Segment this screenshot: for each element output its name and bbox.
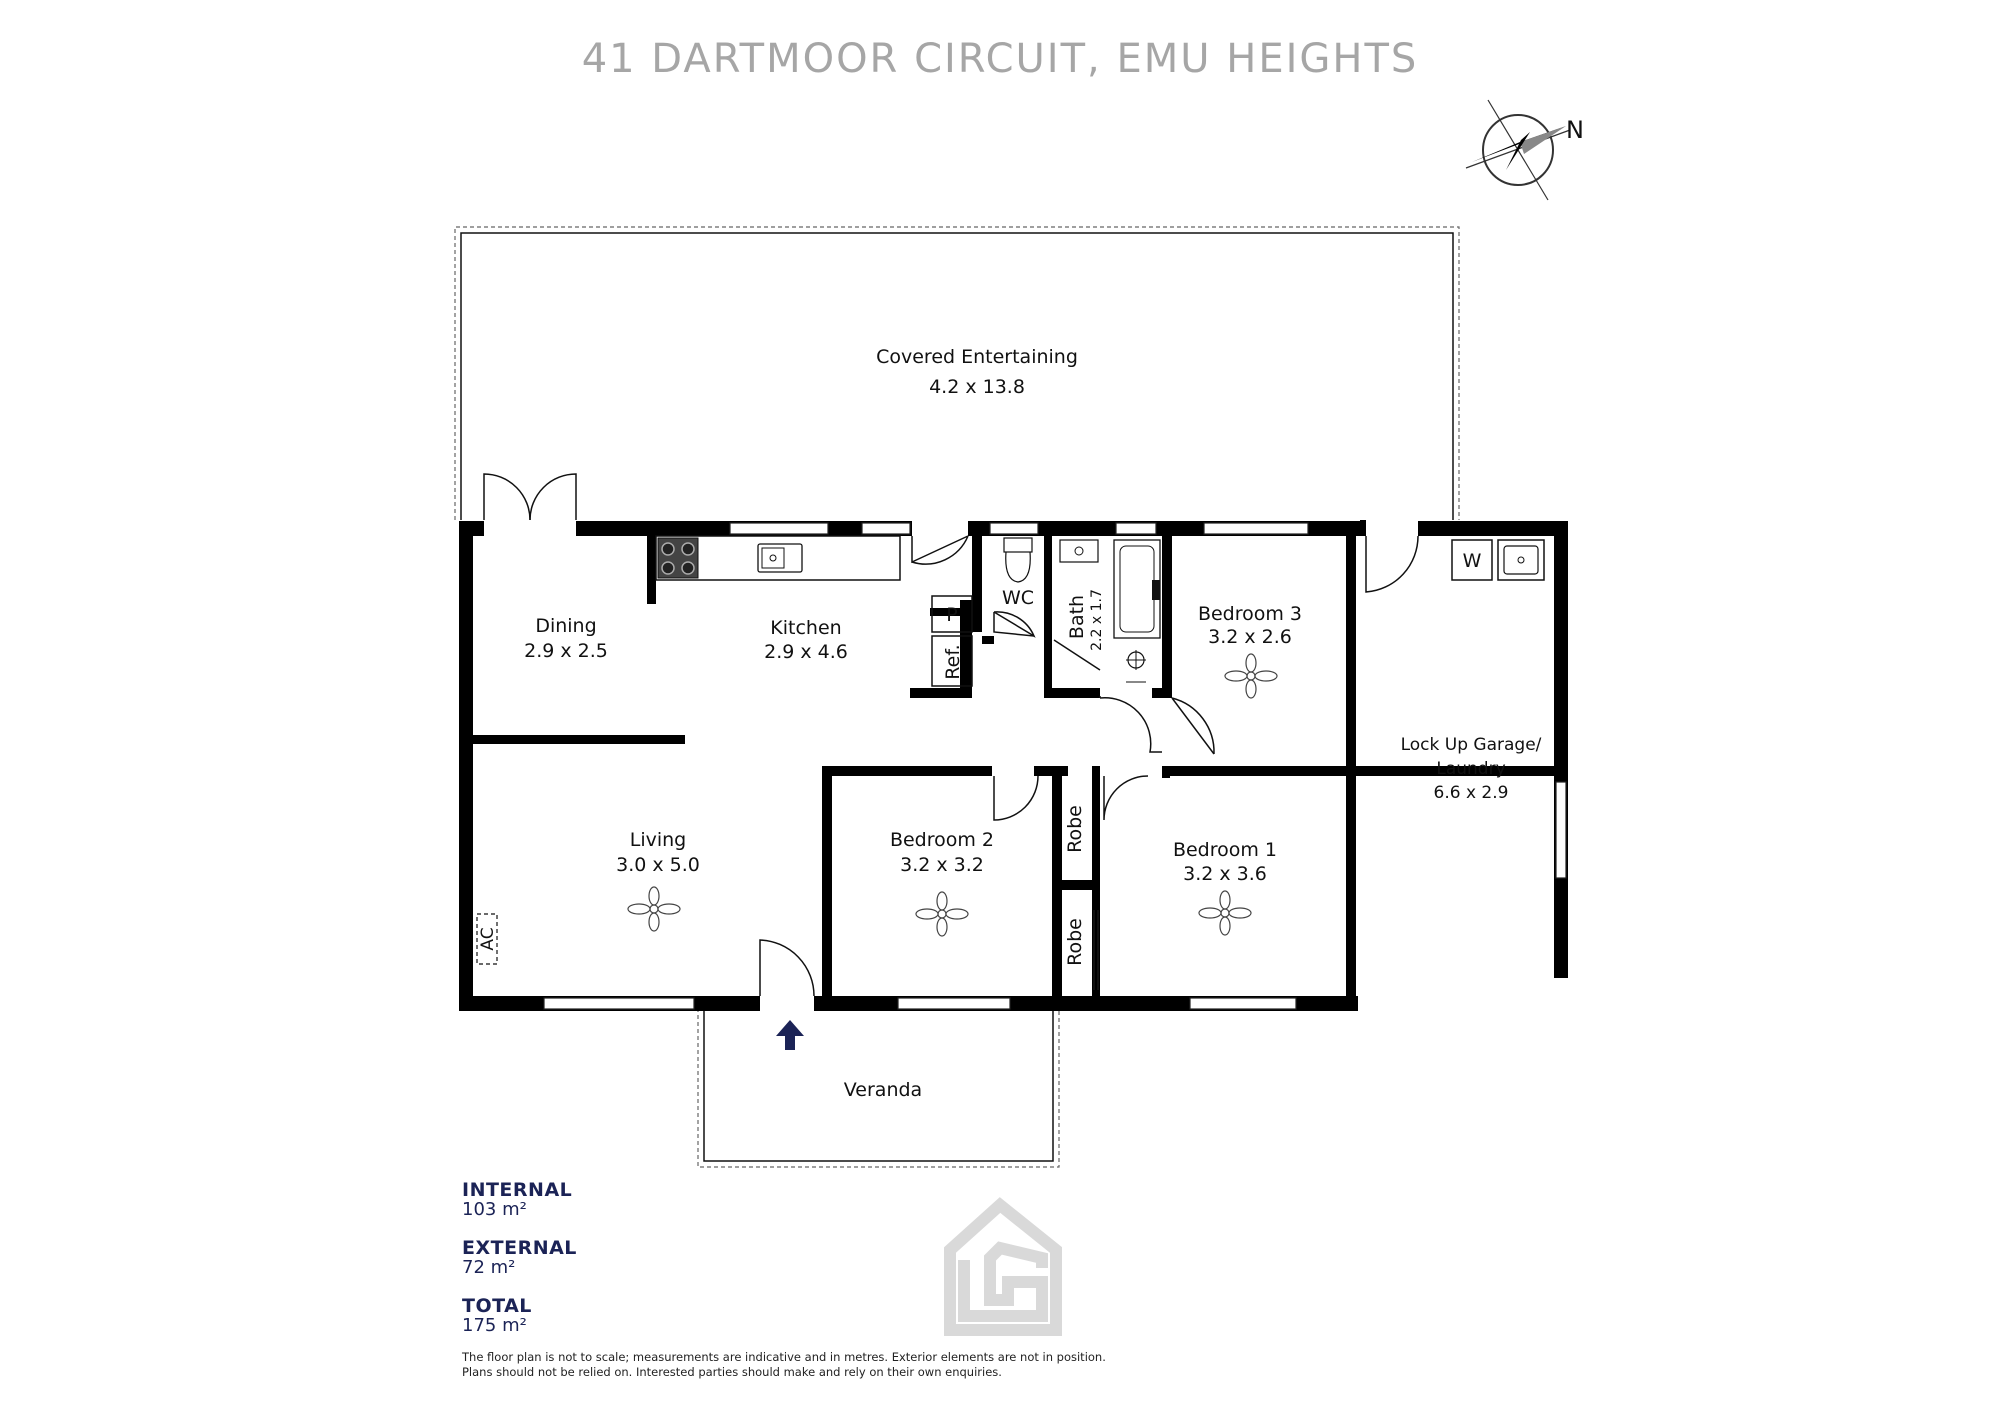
disclaimer-line: Plans should not be relied on. Intereste…: [462, 1365, 1002, 1379]
room-dims-garage: 6.6 x 2.9: [1434, 783, 1509, 803]
interior-walls: [473, 520, 1554, 996]
area-label-total: TOTAL: [462, 1295, 532, 1317]
ceiling-fan-icon: [627, 886, 681, 932]
room-dims-living: 3.0 x 5.0: [616, 854, 700, 876]
room-dims-bath: 2.2 x 1.7: [1089, 589, 1105, 651]
ceiling-fan-icon: [1224, 653, 1278, 699]
pantry-fridge: [931, 595, 973, 687]
area-summary: INTERNAL 103 m² EXTERNAL 72 m² TOTAL 175…: [462, 1180, 577, 1354]
laundry-fixtures: [1451, 539, 1545, 581]
pantry-label: P: [946, 604, 957, 626]
compass-north-label: N: [1566, 116, 1584, 144]
room-dims-bedroom3: 3.2 x 2.6: [1208, 626, 1292, 648]
area-value-external: 72 m²: [462, 1257, 516, 1278]
robe-lower-label: Robe: [1064, 918, 1086, 966]
door-openings: [484, 519, 1570, 1013]
disclaimer-line: The floor plan is not to scale; measurem…: [462, 1350, 1106, 1364]
ac-label: AC: [478, 927, 498, 950]
room-dims-bedroom2: 3.2 x 3.2: [900, 854, 984, 876]
area-value-internal: 103 m²: [462, 1199, 527, 1220]
compass-icon: [1465, 99, 1571, 201]
room-name-kitchen: Kitchen: [770, 617, 841, 639]
door-swings: [483, 473, 1419, 997]
room-name-bedroom2: Bedroom 2: [890, 829, 994, 851]
room-name-living: Living: [630, 829, 687, 851]
area-value-total: 175 m²: [462, 1315, 527, 1336]
room-dims-kitchen: 2.9 x 4.6: [764, 641, 848, 663]
room-name-bedroom3: Bedroom 3: [1198, 603, 1302, 625]
ac-unit-icon: [476, 913, 498, 965]
room-name-wc: WC: [1002, 587, 1034, 609]
room-dims-dining: 2.9 x 2.5: [524, 640, 608, 662]
ceiling-fan-icon: [1198, 890, 1252, 936]
washer-label: W: [1463, 550, 1482, 572]
fridge-label: Ref.: [942, 644, 964, 679]
robe-sliding-doors: [1093, 910, 1099, 990]
covered-entertaining-outline: [454, 226, 1460, 520]
room-name-covered-entertaining: Covered Entertaining: [876, 346, 1078, 368]
room-name-bath: Bath: [1066, 595, 1088, 639]
robe-upper-label: Robe: [1064, 805, 1086, 853]
room-dims-bedroom1: 3.2 x 3.6: [1183, 863, 1267, 885]
windows: [543, 522, 1567, 1010]
veranda-outline: [697, 1008, 1060, 1168]
toilet-icon: [1003, 537, 1033, 583]
entry-arrow-icon: [776, 1020, 804, 1050]
area-label-internal: INTERNAL: [462, 1179, 573, 1201]
area-label-external: EXTERNAL: [462, 1237, 577, 1259]
room-name-garage-line2: Laundry: [1436, 759, 1505, 779]
room-name-bedroom1: Bedroom 1: [1173, 839, 1277, 861]
room-name-dining: Dining: [535, 615, 596, 637]
ceiling-fan-icon: [915, 891, 969, 937]
logo-watermark: [944, 1197, 1062, 1336]
kitchen-bench: [655, 535, 901, 581]
bath-fixtures: [1059, 539, 1161, 683]
room-name-veranda: Veranda: [844, 1079, 922, 1101]
disclaimer: The floor plan is not to scale; measurem…: [462, 1350, 1106, 1380]
page-title: 41 DARTMOOR CIRCUIT, EMU HEIGHTS: [581, 36, 1419, 82]
room-dims-covered-entertaining: 4.2 x 13.8: [929, 376, 1025, 398]
room-name-garage-line1: Lock Up Garage/: [1401, 735, 1542, 755]
